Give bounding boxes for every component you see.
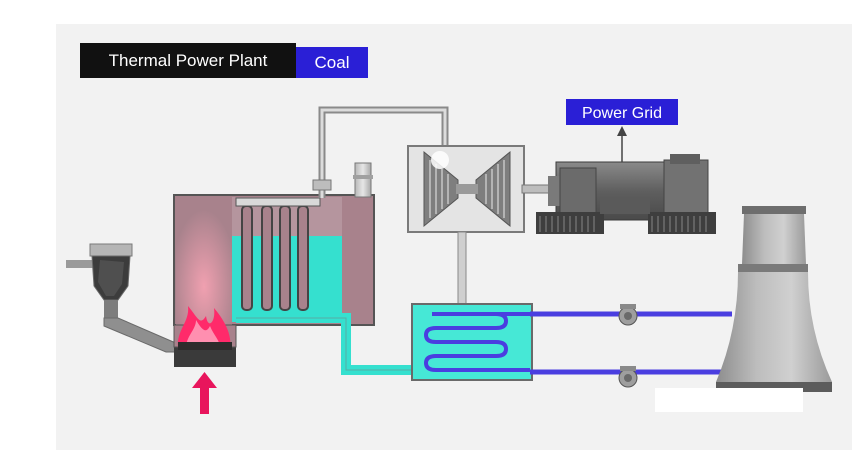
pump-icon bbox=[618, 366, 638, 388]
condenser-coil bbox=[423, 312, 530, 372]
coal-hopper bbox=[66, 243, 179, 353]
exhaust-pipe bbox=[457, 231, 467, 305]
flame-icon bbox=[177, 306, 232, 350]
arrow-up-icon bbox=[617, 126, 627, 162]
cooling-tower bbox=[716, 206, 832, 392]
grid-text: Power Grid bbox=[582, 105, 662, 122]
grid-label: Power Grid bbox=[566, 99, 678, 125]
turbine bbox=[407, 145, 525, 233]
arrow-up-icon bbox=[192, 372, 217, 414]
boiler-stack bbox=[354, 162, 372, 198]
fuel-label: Coal bbox=[296, 47, 368, 78]
title-text: Thermal Power Plant bbox=[109, 51, 268, 70]
boiler-tubes bbox=[241, 205, 309, 311]
pump-icon bbox=[618, 304, 638, 326]
generator bbox=[536, 154, 716, 234]
furnace-chamber bbox=[176, 197, 232, 325]
fuel-text: Coal bbox=[315, 53, 350, 72]
title-label: Thermal Power Plant bbox=[80, 43, 296, 78]
boiler bbox=[173, 162, 375, 367]
